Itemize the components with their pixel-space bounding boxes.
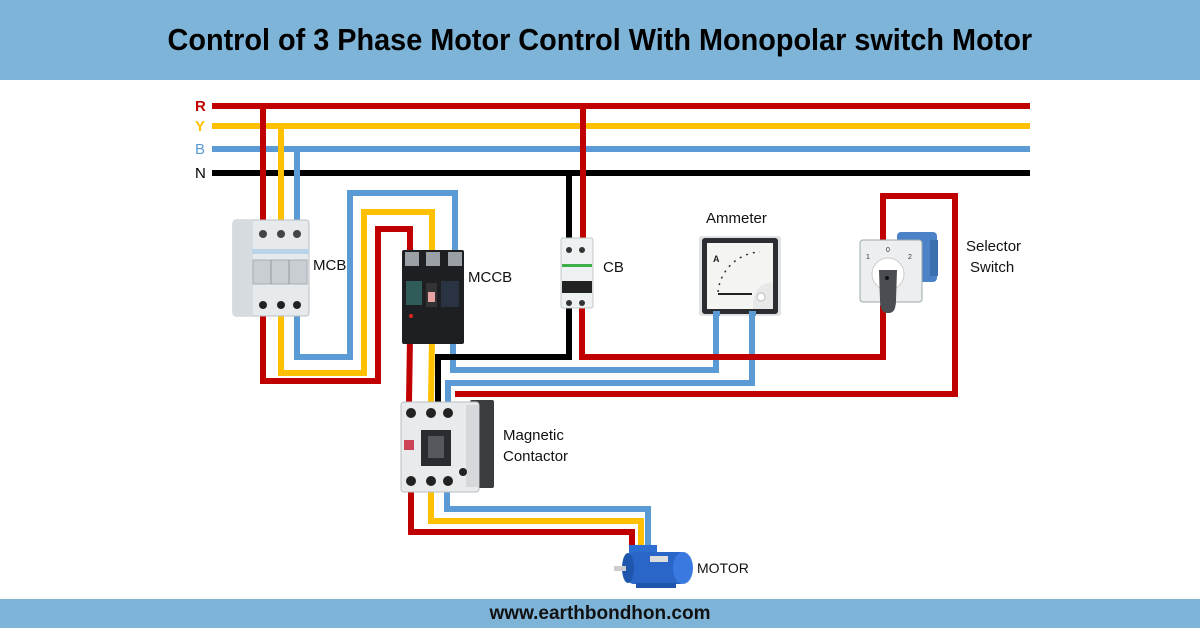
bus-bars [212, 103, 1030, 176]
bus-label-y: Y [195, 118, 206, 135]
motor-device[interactable] [614, 545, 693, 588]
motor-label: MOTOR [697, 560, 749, 576]
mccb-label: MCCB [468, 269, 513, 286]
contactor-to-motor-wires [408, 490, 651, 548]
selector-pos-1: 1 [866, 254, 870, 261]
ammeter-unit: A [713, 254, 720, 264]
mccb-device[interactable] [402, 250, 464, 344]
bus-label-r: R [195, 98, 206, 115]
magnetic-contactor-device[interactable] [400, 400, 494, 493]
page-title: Control of 3 Phase Motor Control With Mo… [167, 22, 1033, 57]
mccb-to-contactor-wires [406, 312, 755, 403]
title-banner: Control of 3 Phase Motor Control With Mo… [0, 0, 1200, 80]
selector-switch-label-line2: Switch [970, 259, 1015, 276]
mcb-label: MCB [313, 257, 347, 274]
ammeter-device[interactable]: A [699, 236, 781, 316]
mcb-feed-wires [260, 106, 300, 232]
cb-device[interactable] [560, 237, 594, 309]
contactor-label-line1: Magnetic [503, 427, 564, 444]
bus-label-n: N [195, 165, 206, 182]
wiring-diagram: A 1 0 2 [212, 103, 1030, 588]
selector-switch-device[interactable]: 1 0 2 [859, 232, 938, 313]
contactor-label-line2: Contactor [503, 448, 569, 465]
selector-switch-label-line1: Selector [966, 238, 1022, 255]
ammeter-label: Ammeter [706, 210, 767, 227]
footer-banner: www.earthbondhon.com [0, 599, 1200, 628]
mcb-to-mccb-wires [260, 190, 458, 384]
control-wires [435, 106, 958, 402]
website-url[interactable]: www.earthbondhon.com [489, 602, 711, 624]
selector-pos-0: 0 [886, 247, 890, 254]
selector-pos-2: 2 [908, 254, 912, 261]
bus-label-b: B [195, 141, 206, 158]
mcb-device[interactable] [232, 219, 310, 317]
cb-label: CB [603, 259, 624, 276]
